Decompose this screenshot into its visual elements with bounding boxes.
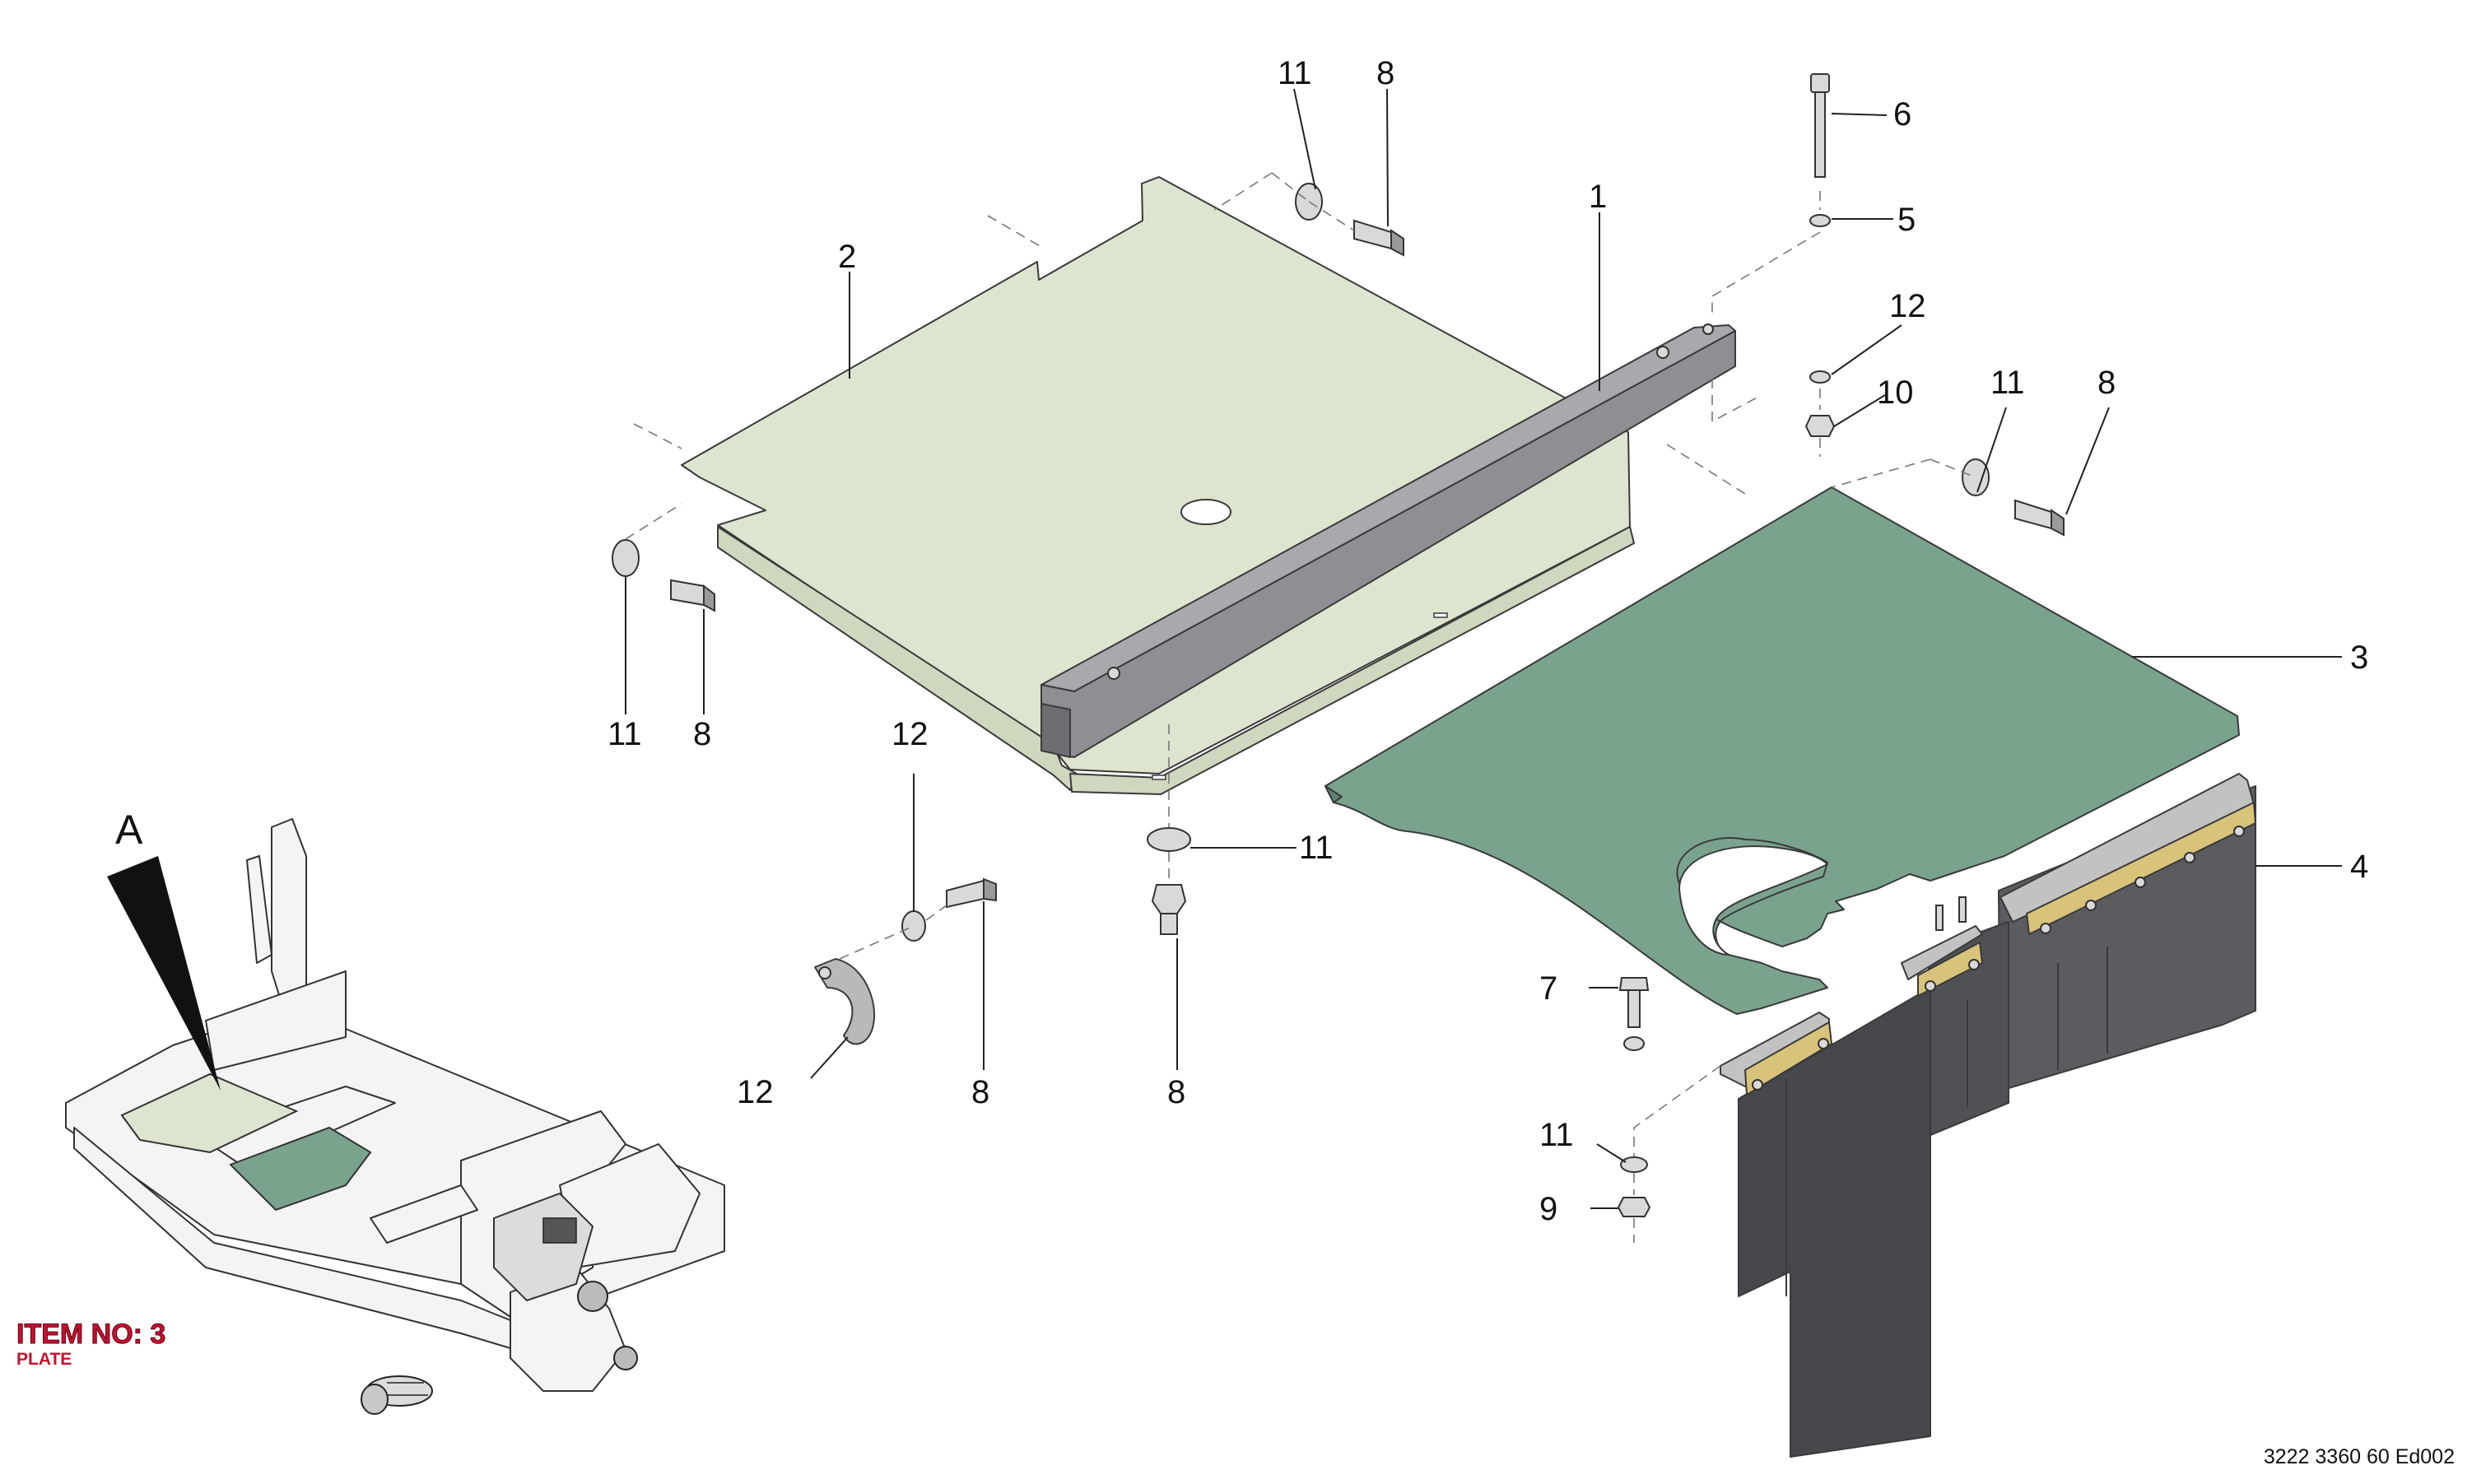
nut-9 (1617, 1197, 1651, 1217)
washer-11-bottom (1620, 1156, 1648, 1173)
washer-11-center (1147, 827, 1191, 852)
channel-1-bolt-a (1107, 667, 1120, 680)
callout-11e: 11 (1539, 1117, 1574, 1153)
inset-overview: A (65, 807, 725, 1415)
flap-4-studs (1935, 896, 1967, 931)
callout-11a: 11 (1278, 55, 1312, 91)
washer-11-right (1962, 458, 1990, 496)
plate-2 (681, 176, 1635, 795)
nut-10 (1804, 415, 1836, 437)
inset-wheel (361, 1375, 433, 1415)
plate-3-cutout (1678, 845, 1828, 956)
item-title: ITEM NO: 3 (16, 1319, 165, 1350)
channel-1-end (1040, 703, 1071, 758)
assembly-lines (625, 172, 1976, 1243)
washer-12-bottom (901, 910, 926, 942)
flap-4-strip-right-metal (1999, 773, 2256, 923)
channel-1-bolt-b (1656, 346, 1669, 359)
channel-1 (1040, 323, 1736, 758)
callout-7: 7 (1539, 970, 1557, 1007)
bolt-7 (1618, 977, 1650, 1028)
plate-3-front-edge (1324, 785, 1343, 803)
callout-9: 9 (1539, 1191, 1557, 1227)
channel-1-bolt-c (1702, 323, 1714, 335)
callout-numbers: 11 8 6 5 1 2 12 10 11 8 3 11 8 12 11 4 7… (608, 55, 2368, 1227)
inset-plate-2 (120, 1072, 299, 1154)
callout-3: 3 (2350, 640, 2368, 676)
callout-2: 2 (838, 239, 856, 275)
callout-5: 5 (1897, 202, 1916, 238)
washer-11-left (612, 539, 640, 577)
inset-plate-3 (229, 1126, 372, 1212)
callout-8b: 8 (2097, 365, 2116, 401)
callout-12b: 12 (892, 716, 929, 752)
plate-2-slot-bottom (1152, 775, 1166, 780)
callout-1: 1 (1589, 179, 1607, 215)
callout-4: 4 (2350, 849, 2368, 885)
flap-4-strip-right-brass (2026, 802, 2256, 935)
callout-8a: 8 (1376, 55, 1394, 91)
washer-5 (1809, 214, 1831, 227)
callout-10: 10 (1877, 374, 1914, 411)
clamp-12 (814, 958, 876, 1045)
callout-12a: 12 (1889, 288, 1926, 324)
washer-7 (1623, 1036, 1645, 1051)
callout-12c: 12 (737, 1074, 774, 1110)
callout-11b: 11 (1990, 365, 2025, 401)
flap-4-strip-mid-metal (1901, 925, 1983, 980)
callout-8e: 8 (1167, 1074, 1185, 1110)
bolt-8-bottom (946, 877, 997, 909)
leader-lines (625, 88, 2342, 1209)
callout-11c: 11 (608, 716, 642, 752)
callout-11d: 11 (1299, 830, 1334, 866)
inset-pointer (107, 856, 221, 1091)
washer-12-top (1809, 370, 1831, 384)
bolt-8-top (1353, 219, 1404, 257)
bolt-6 (1810, 73, 1830, 178)
bolt-8-center (1151, 884, 1187, 935)
callout-6: 6 (1893, 96, 1911, 133)
callout-8c: 8 (693, 716, 711, 752)
flap-4-strip-left-brass (1744, 1021, 1832, 1096)
document-number: 3222 3360 60 Ed002 (2264, 1445, 2455, 1468)
inset-engine-block (493, 1192, 638, 1370)
inset-label-a: A (115, 807, 143, 853)
plate-3 (1324, 486, 2240, 1015)
plate-3-main (1324, 486, 2240, 1015)
callout-8d: 8 (971, 1074, 989, 1110)
flap-4 (1720, 773, 2256, 1458)
plate-2-center-hole (1180, 499, 1231, 525)
bolt-8-right (2014, 499, 2065, 537)
item-subtitle: PLATE (16, 1350, 72, 1369)
flap-4-rivets (1752, 826, 2245, 1091)
bolt-8-left (670, 579, 715, 612)
plate-2-slot-right (1433, 612, 1448, 618)
